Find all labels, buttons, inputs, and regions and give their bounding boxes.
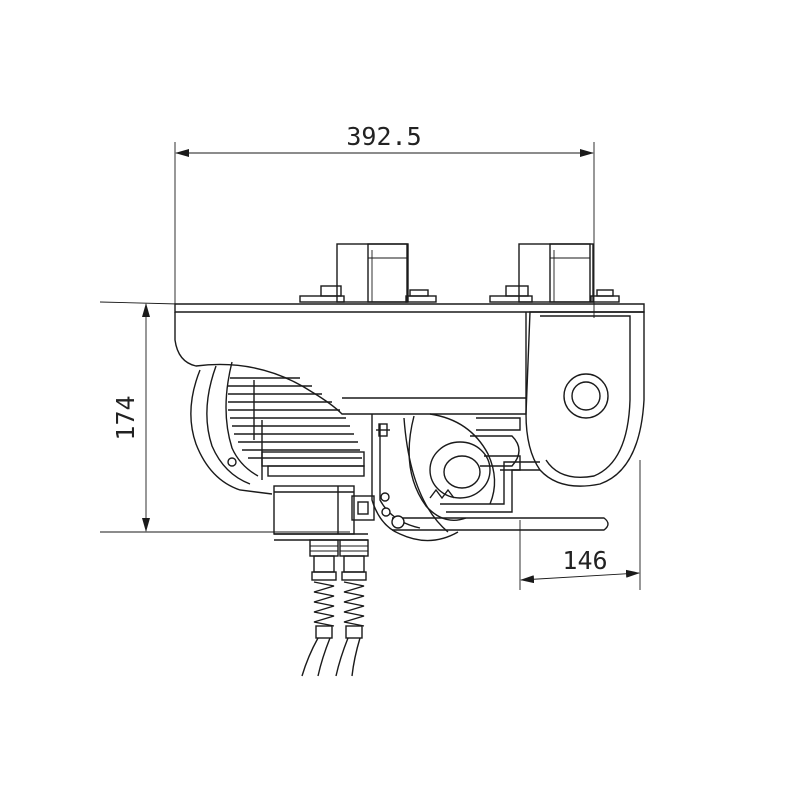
trolley-linkage (391, 461, 609, 531)
bolt-heads (299, 285, 620, 303)
height-dimension: 174 (99, 301, 350, 533)
trolley-bar (392, 517, 609, 531)
strain-relief-right (343, 581, 365, 627)
suspension-wheel (525, 311, 645, 487)
offset-dimension: 146 (519, 460, 641, 590)
spring (429, 488, 455, 500)
cable-left-outer (301, 637, 319, 677)
cooling-fins (228, 377, 362, 459)
wheel-hub-outer (563, 373, 609, 419)
strain-relief-left (313, 581, 335, 627)
cable-right-outer (335, 637, 349, 677)
cable-assembly (301, 539, 369, 677)
dimension-label-height: 174 (111, 395, 140, 440)
dimension-label-width: 392.5 (346, 122, 421, 151)
gland-right (339, 539, 369, 557)
gearbox (371, 413, 521, 542)
top-plate (174, 303, 645, 313)
gland-left (309, 539, 339, 557)
body-side-plate (174, 312, 527, 415)
motor-housing (190, 361, 365, 495)
top-mounting-brackets (299, 243, 620, 303)
right-bracket (518, 243, 594, 303)
extension-line-top (99, 301, 179, 305)
dimension-label-offset: 146 (562, 546, 607, 575)
wheel-hub-inner (571, 381, 601, 411)
width-dimension: 392.5 (174, 122, 595, 318)
wheel-plate (525, 311, 645, 487)
dimension-line-offset (520, 569, 640, 584)
switch-box (273, 485, 355, 535)
main-frame (174, 303, 645, 415)
